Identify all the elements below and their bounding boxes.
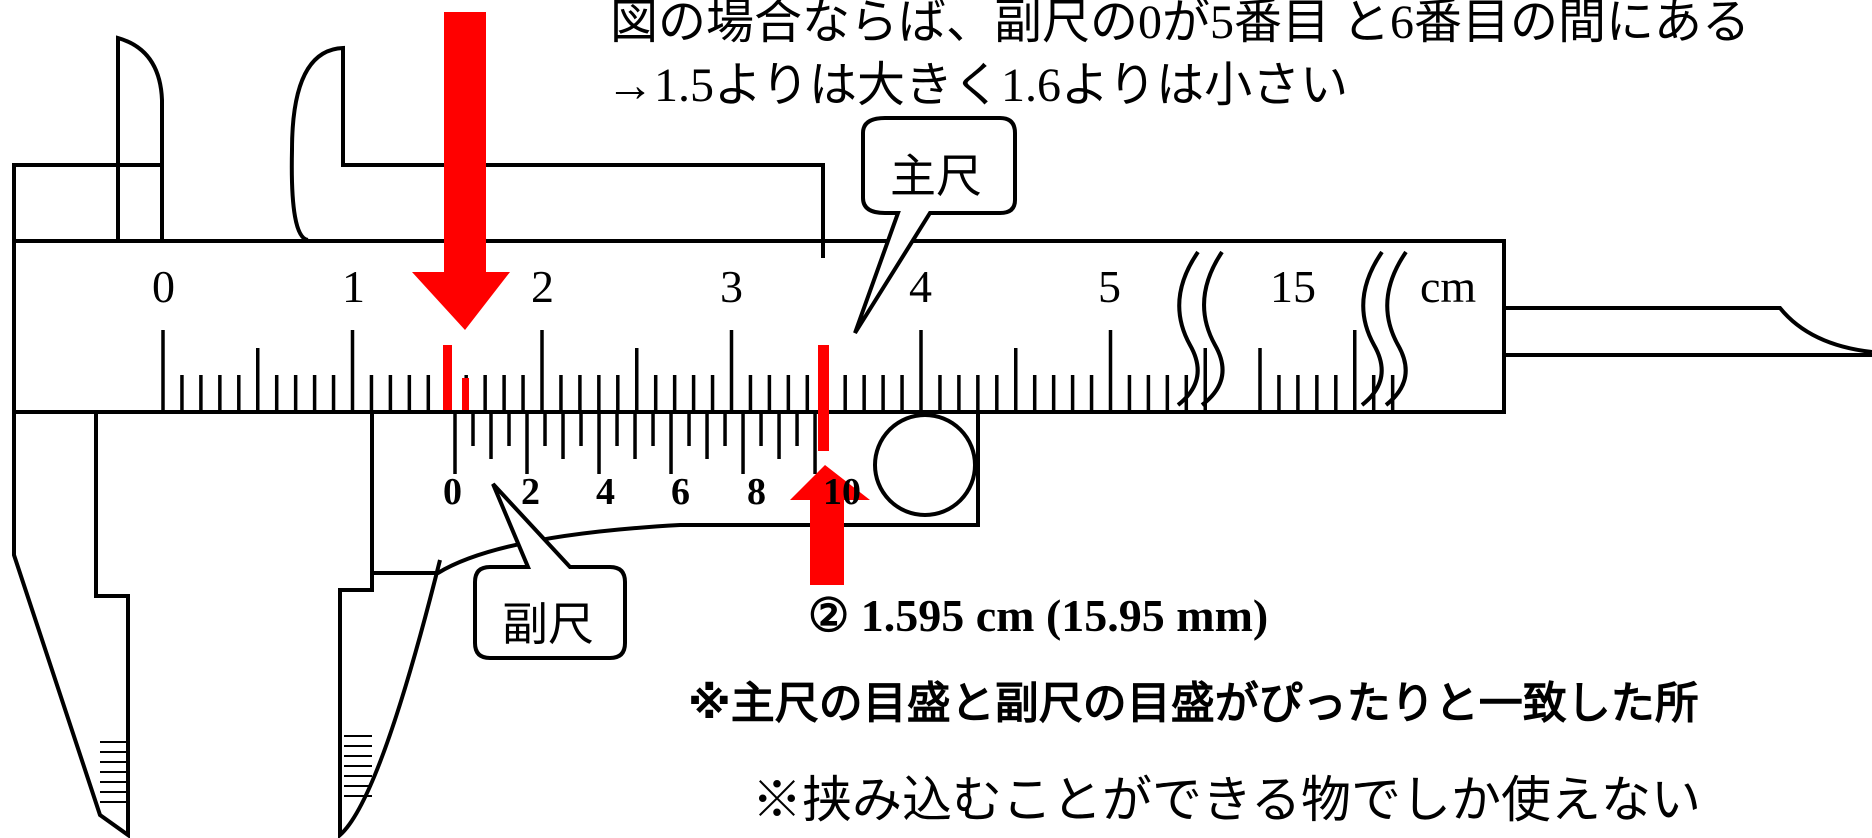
outer-upper-jaw-sliding [289,45,825,258]
vernier-label-0: 0 [443,471,462,513]
vernier-label-8: 8 [747,471,766,513]
vernier-label-4: 4 [596,471,615,513]
outer-upper-jaw-fixed [116,35,164,240]
note-match: ※主尺の目盛と副尺の目盛がぴったりと一致した所 [688,678,1699,729]
main-scale-label-15: 15 [1270,261,1316,312]
vernier-label-2: 2 [521,471,540,513]
main-scale-label-0: 0 [152,261,175,312]
vernier-label-10: 10 [823,471,861,513]
main-scale-label-3: 3 [720,261,743,312]
vernier-scale-callout-bubble [473,482,627,660]
vernier-scale-callout-text: 副尺 [502,599,594,650]
coincidence-highlight [818,345,829,451]
main-scale-16mm-highlight [462,378,469,410]
depth-rod [1504,306,1872,357]
note-usage: ※挟み込むことができる物でしか使えない [752,772,1701,828]
main-scale-callout-text: 主尺 [890,151,982,202]
main-beam [12,239,1506,414]
lower-jaw-fixed-grip [100,741,126,803]
upper-left-frame [12,163,162,240]
main-scale-15mm-highlight [443,345,452,410]
main-scale-label-5: 5 [1098,261,1121,312]
main-scale-unit: cm [1420,261,1477,312]
main-scale-label-2: 2 [531,261,554,312]
red-arrow-up [790,465,870,585]
adjust-wheel [873,413,977,517]
main-scale-callout-bubble [853,116,1017,335]
main-scale-label-4: 4 [909,261,932,312]
main-scale-label-1: 1 [342,261,365,312]
lower-jaw-sliding [338,412,442,838]
lower-jaw-sliding-grip [344,735,372,797]
result-reading: ② 1.595 cm (15.95 mm) [808,590,1269,641]
top-note-line-2: →1.5よりは大きく1.6よりは小さい [606,59,1349,112]
vernier-scale-ticks [453,414,817,474]
top-note-line-1: 図の場合ならば、副尺の0が5番目 と6番目の間にある [610,0,1751,49]
red-arrow-down [412,12,510,330]
scale-break-mark-2 [1360,250,1408,407]
vernier-label-6: 6 [671,471,690,513]
main-scale-ticks [161,330,1395,410]
lower-jaw-fixed [12,412,130,838]
scale-break-mark-1 [1176,250,1225,407]
